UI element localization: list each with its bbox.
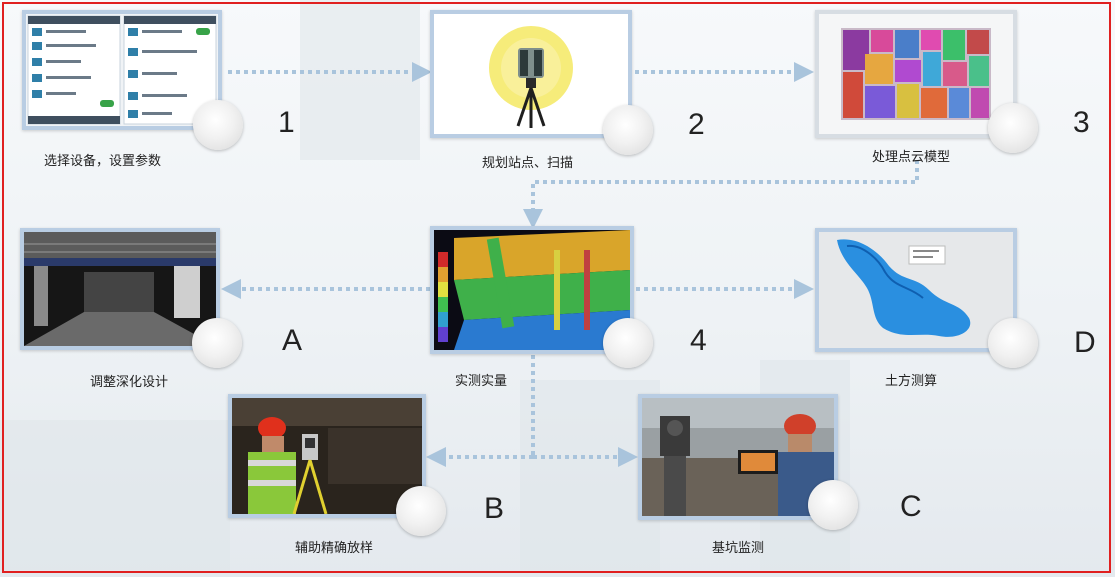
step-3-disc [988, 103, 1038, 153]
step-C-caption: 基坑监测 [712, 541, 765, 556]
step-C-disc [808, 480, 858, 530]
step-B-image [228, 394, 426, 518]
step-A-number: A [282, 324, 303, 357]
step-A-caption: 调整深化设计 [90, 375, 169, 390]
step-1-disc [193, 100, 243, 150]
step-2-number: 2 [688, 108, 705, 141]
step-2-image [430, 10, 632, 138]
step-D-disc [988, 318, 1038, 368]
step-4-caption: 实测实量 [455, 374, 508, 389]
step-1-image [22, 10, 222, 130]
step-C-number: C [900, 490, 922, 523]
step-B-disc [396, 486, 446, 536]
step-1-number: 1 [278, 106, 295, 139]
step-4-number: 4 [690, 324, 707, 357]
background-building [520, 380, 660, 570]
step-A-image [20, 228, 220, 350]
step-1-caption: 选择设备，设置参数 [44, 154, 162, 169]
step-C-image [638, 394, 838, 520]
step-D-caption: 土方测算 [885, 374, 938, 389]
step-2-disc [603, 105, 653, 155]
step-2-caption: 规划站点、扫描 [482, 156, 574, 171]
background-building [300, 0, 420, 160]
step-4-image [430, 226, 634, 354]
step-4-disc [603, 318, 653, 368]
step-B-number: B [484, 492, 505, 525]
step-B-caption: 辅助精确放样 [295, 541, 374, 556]
step-A-disc [192, 318, 242, 368]
arrow-3-to-4 [523, 160, 919, 229]
step-3-caption: 处理点云模型 [872, 150, 951, 165]
step-D-image [815, 228, 1017, 352]
background-building [0, 420, 230, 570]
step-D-number: D [1074, 326, 1096, 359]
step-3-image [815, 10, 1017, 138]
step-3-number: 3 [1073, 106, 1090, 139]
